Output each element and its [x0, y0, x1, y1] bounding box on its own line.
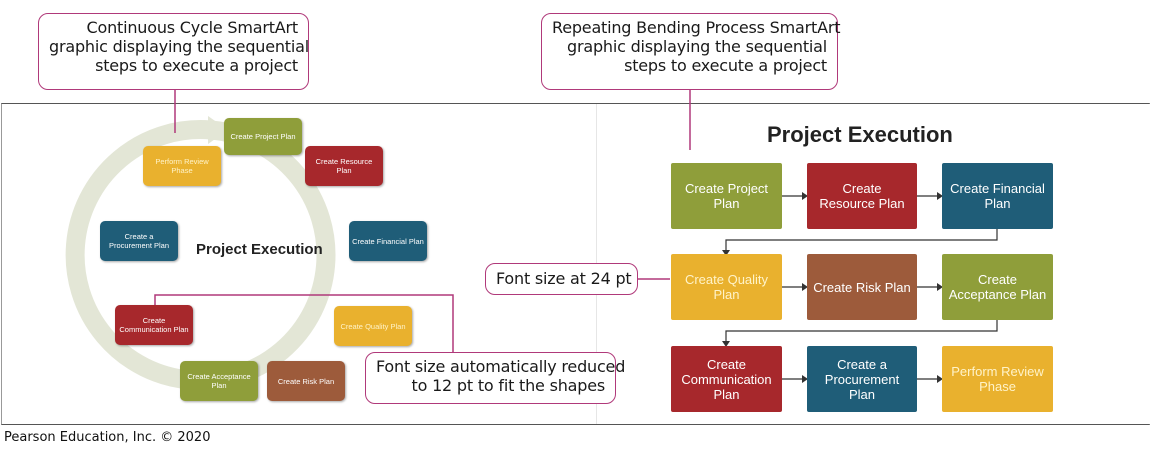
step-label: Create Resource Plan: [315, 157, 373, 175]
callout-line: graphic displaying the sequential: [567, 37, 827, 56]
bending-step-create-resource-plan: Create Resource Plan: [807, 163, 917, 229]
step-label: Create Project Plan: [230, 132, 296, 141]
bending-step-create-procurement-plan: Create a Procurement Plan: [807, 346, 917, 412]
cycle-diagram-title: Project Execution: [196, 241, 323, 258]
bending-step-create-project-plan: Create Project Plan: [671, 163, 782, 229]
step-label: Create a Procurement Plan: [108, 232, 170, 250]
bending-step-create-risk-plan: Create Risk Plan: [807, 254, 917, 320]
cycle-step-create-acceptance-plan: Create Acceptance Plan: [180, 361, 258, 401]
step-label: Create Quality Plan: [340, 321, 406, 331]
cycle-step-create-quality-plan: Create Quality Plan: [334, 306, 412, 346]
cycle-callout: Continuous Cycle SmartArt graphic displa…: [38, 13, 309, 90]
step-label: Create Resource Plan: [819, 181, 905, 211]
callout-line: Repeating Bending Process SmartArt: [552, 18, 841, 37]
bending-step-create-communication-plan: Create Communication Plan: [671, 346, 782, 412]
step-label: Create Quality Plan: [684, 272, 769, 302]
copyright-notice: Pearson Education, Inc. © 2020: [4, 430, 211, 445]
bending-diagram-title: Project Execution: [767, 122, 953, 147]
callout-line: Font size at 24 pt: [496, 269, 632, 288]
step-label: Create Acceptance Plan: [948, 272, 1047, 302]
cycle-step-create-communication-plan: Create Communication Plan: [115, 305, 193, 345]
step-label: Create Risk Plan: [813, 279, 911, 295]
bending-step-perform-review-phase: Perform Review Phase: [942, 346, 1053, 412]
bending-step-create-quality-plan: Create Quality Plan: [671, 254, 782, 320]
step-label: Perform Review Phase: [951, 364, 1044, 394]
step-label: Create Financial Plan: [352, 236, 424, 246]
step-label: Create Communication Plan: [681, 356, 772, 402]
bending-callout: Repeating Bending Process SmartArt graph…: [541, 13, 841, 90]
callout-line: Font size automatically reduced: [376, 357, 626, 376]
cycle-step-create-risk-plan: Create Risk Plan: [267, 361, 345, 401]
step-label: Create Acceptance Plan: [187, 372, 251, 390]
callout-line: Continuous Cycle SmartArt: [86, 18, 299, 37]
step-label: Create Project Plan: [684, 181, 769, 211]
cycle-step-perform-review-phase: Perform Review Phase: [143, 146, 221, 186]
callout-line: to 12 pt to fit the shapes: [411, 376, 606, 395]
callout-line: steps to execute a project: [624, 56, 827, 75]
font24-callout: Font size at 24 pt: [485, 263, 638, 295]
step-label: Create Risk Plan: [277, 376, 335, 386]
cycle-step-create-financial-plan: Create Financial Plan: [349, 221, 427, 261]
cycle-step-create-project-plan: Create Project Plan: [224, 118, 302, 155]
cycle-step-create-procurement-plan: Create a Procurement Plan: [100, 221, 178, 261]
cycle-step-create-resource-plan: Create Resource Plan: [305, 146, 383, 186]
callout-line: steps to execute a project: [95, 56, 298, 75]
callout-line: graphic displaying the sequential: [49, 37, 309, 56]
font12-callout: Font size automatically reduced to 12 pt…: [365, 352, 626, 404]
step-label: Create a Procurement Plan: [824, 356, 900, 402]
bending-step-create-financial-plan: Create Financial Plan: [942, 163, 1053, 229]
step-label: Create Financial Plan: [950, 181, 1045, 211]
step-label: Create Communication Plan: [119, 316, 189, 334]
bending-step-create-acceptance-plan: Create Acceptance Plan: [942, 254, 1053, 320]
step-label: Perform Review Phase: [155, 157, 209, 175]
